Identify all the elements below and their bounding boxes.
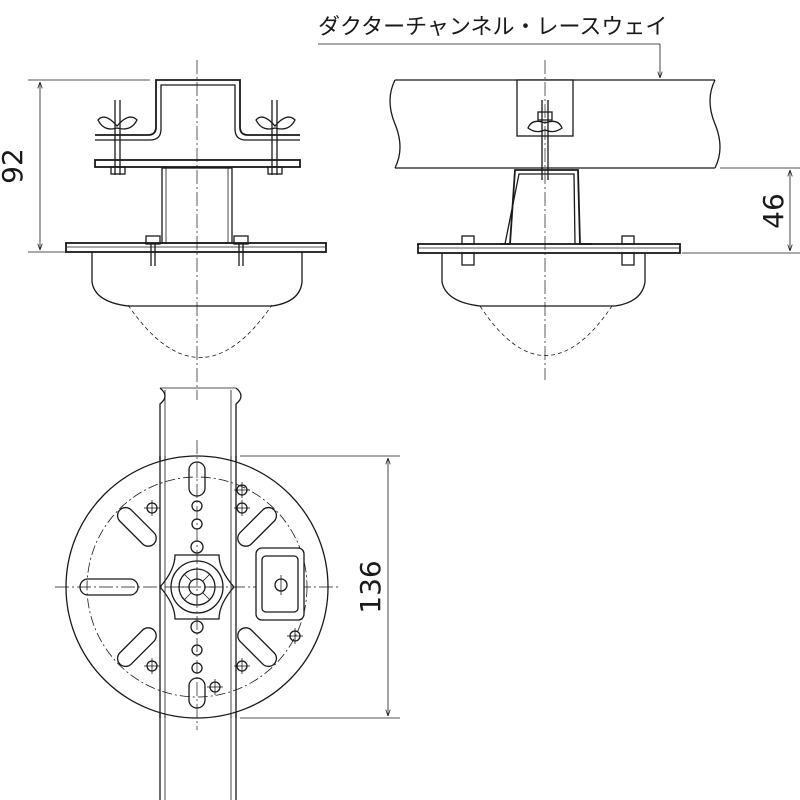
dimension-136-label: 136 — [354, 560, 387, 613]
dimension-46: 46 — [682, 167, 800, 254]
dimension-136: 136 — [240, 455, 400, 719]
dimension-46-label: 46 — [757, 193, 790, 229]
plan-view — [55, 387, 340, 800]
raceway-callout: ダクターチャンネル・レースウェイ — [318, 15, 667, 78]
side-view-right — [389, 60, 721, 380]
raceway-label: ダクターチャンネル・レースウェイ — [318, 15, 667, 40]
dimension-92-label: 92 — [0, 148, 29, 184]
side-view-left — [65, 60, 327, 400]
dimension-92: 92 — [0, 79, 150, 253]
